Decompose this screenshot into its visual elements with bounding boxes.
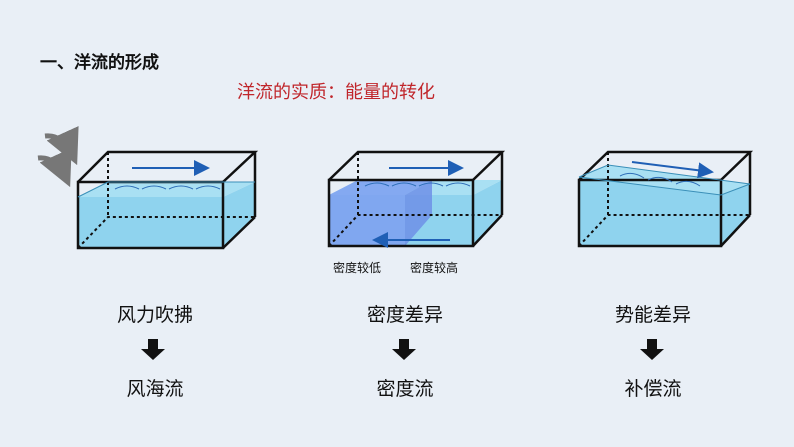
tank-wind-driven xyxy=(37,125,259,250)
dense-water-region xyxy=(329,180,432,246)
tank-frame xyxy=(577,178,723,248)
result-label-wind: 风海流 xyxy=(126,378,184,400)
water-volume xyxy=(78,182,255,248)
tank-compensation xyxy=(577,150,754,248)
low-density-label: 密度较低 xyxy=(333,261,382,275)
down-arrow-1 xyxy=(141,339,165,360)
cause-label-density: 密度差异 xyxy=(366,304,443,326)
wind-arrow xyxy=(44,125,79,166)
down-arrow-3 xyxy=(640,339,664,360)
hidden-edges xyxy=(77,216,255,249)
cause-label-wind: 风力吹拂 xyxy=(116,304,193,326)
result-label-potential: 补偿流 xyxy=(624,378,682,400)
high-density-label: 密度较高 xyxy=(410,261,459,275)
result-label-density: 密度流 xyxy=(376,378,434,400)
cause-label-potential: 势能差异 xyxy=(614,304,691,326)
down-arrow-2 xyxy=(392,339,416,360)
current-lines xyxy=(114,185,221,190)
subtitle: 洋流的实质：能量的转化 xyxy=(237,82,435,103)
tank-density xyxy=(327,150,506,248)
surface-current-arrow xyxy=(631,161,714,179)
wind-arrow xyxy=(37,147,72,188)
tank-frame xyxy=(327,178,475,248)
section-heading: 一、洋流的形成 xyxy=(40,53,159,73)
